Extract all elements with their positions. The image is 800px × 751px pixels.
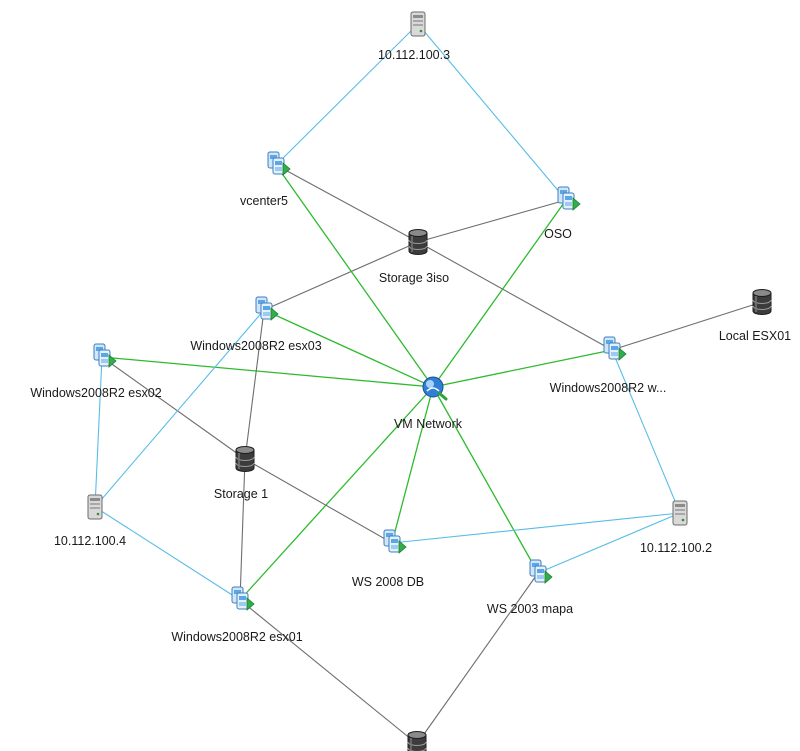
link-w03-net [263,309,434,388]
host-server-icon [87,494,103,520]
vm-icon [267,151,291,176]
vm-icon [93,343,117,368]
node-wsm[interactable]: WS 2003 mapa [487,559,573,616]
node-label: Storage 1 [214,487,268,501]
link-wsm-sb [416,572,539,745]
node-le[interactable]: Local ESX01 [719,289,791,344]
link-w03-s1 [244,309,265,460]
node-label: 10.112.100.2 [640,541,712,555]
links-layer [94,23,763,745]
link-h2-wsm [537,512,681,574]
link-ww-h2 [611,349,681,514]
link-vc5-s3 [275,164,419,243]
datastore-icon [235,446,255,472]
datastore-icon [408,229,428,255]
host-server-icon [672,500,688,526]
datastore-icon [407,731,427,751]
node-oso[interactable]: OSO [544,186,581,241]
node-label: Storage 3iso [379,271,449,285]
node-w03[interactable]: Windows2008R2 esx03 [190,296,322,353]
node-h4[interactable]: 10.112.100.4 [54,494,126,548]
link-oso-s3 [417,199,567,243]
link-ww-net [432,349,613,388]
link-h4-w01 [94,506,241,601]
datastore-icon [752,289,772,315]
network-globe-icon [422,376,448,401]
link-wsm-net [432,386,539,574]
link-w02-net [101,356,434,388]
node-label: WS 2003 mapa [487,602,573,616]
vm-icon [231,586,255,611]
node-ww[interactable]: Windows2008R2 w... [550,336,667,395]
vm-icon [529,559,553,584]
link-w02-s1 [101,356,246,460]
node-w01[interactable]: Windows2008R2 esx01 [171,586,303,644]
node-s3[interactable]: Storage 3iso [379,229,449,286]
node-label: Windows2008R2 esx02 [30,386,161,400]
link-ww-s3 [417,241,613,351]
host-server-icon [410,11,426,37]
link-h4-w03 [94,309,265,508]
vm-icon [603,336,627,361]
vm-icon [383,529,407,554]
node-label: 10.112.100.3 [378,48,450,62]
node-h3[interactable]: 10.112.100.3 [378,11,450,62]
vm-icon [255,296,279,321]
node-label: Local ESX01 [719,329,791,343]
node-label: 10.112.100.4 [54,534,126,548]
node-net[interactable]: VM Network [394,376,463,431]
link-h2-wsdb [391,512,681,544]
link-wsdb-s1 [244,458,393,544]
node-h2[interactable]: 10.112.100.2 [640,500,712,555]
link-h3-oso [417,23,567,201]
node-wsdb[interactable]: WS 2008 DB [352,529,424,589]
node-label: Windows2008R2 esx01 [171,630,302,644]
node-label: Windows2008R2 esx03 [190,339,321,353]
link-w01-sb [239,599,418,745]
link-vc5-net [275,164,434,388]
link-w01-s1 [239,458,246,601]
link-w03-s3 [263,241,419,311]
link-ww-le [611,301,763,351]
link-wsdb-net [391,386,434,544]
node-label: VM Network [394,417,463,431]
node-label: vcenter5 [240,194,288,208]
node-label: WS 2008 DB [352,575,424,589]
link-h3-vc5 [275,23,419,166]
link-oso-net [432,199,567,388]
node-w02[interactable]: Windows2008R2 esx02 [30,343,162,400]
node-label: Windows2008R2 w... [550,381,667,395]
link-w02-h4 [94,356,103,508]
node-s1[interactable]: Storage 1 [214,446,268,502]
link-w01-net [239,386,434,601]
node-vc5[interactable]: vcenter5 [240,151,291,208]
vm-icon [557,186,581,211]
node-sb[interactable] [407,731,427,751]
node-label: OSO [544,227,572,241]
